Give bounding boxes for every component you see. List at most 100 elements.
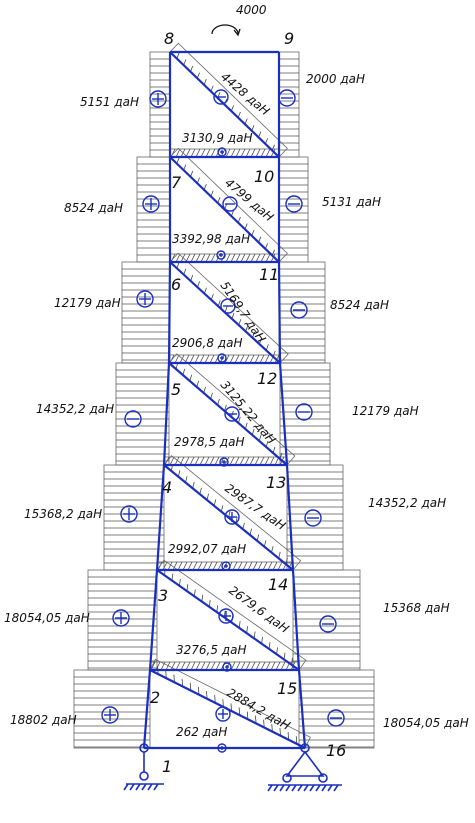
node-label: 1 bbox=[162, 757, 172, 776]
moment-label: 4000 bbox=[236, 3, 267, 17]
right-post-force: 2000 даН bbox=[306, 72, 365, 86]
minus-sign-icon bbox=[304, 509, 322, 527]
plus-sign-icon bbox=[149, 90, 167, 108]
node-label: 16 bbox=[326, 741, 346, 760]
minus-sign-icon bbox=[278, 89, 296, 107]
plus-sign-icon bbox=[222, 662, 232, 672]
node-label: 12 bbox=[257, 369, 277, 388]
minus-sign-icon bbox=[124, 410, 142, 428]
node-label: 5 bbox=[171, 380, 181, 399]
diagonal-member bbox=[169, 51, 280, 158]
minus-sign-icon bbox=[222, 196, 238, 212]
left-post-force: 18802 даН bbox=[10, 713, 77, 727]
right-chord bbox=[291, 569, 301, 671]
node-label: 13 bbox=[266, 473, 286, 492]
left-post-force: 8524 даН bbox=[64, 201, 123, 215]
right-chord bbox=[277, 261, 282, 364]
applied-moment: 4000 bbox=[211, 3, 267, 37]
plus-sign-icon bbox=[136, 290, 154, 308]
minus-sign-icon bbox=[220, 298, 236, 314]
left-post-force: 5151 даН bbox=[80, 95, 139, 109]
horizontal-force: 262 даН bbox=[176, 725, 227, 739]
left-post-force: 15368,2 даН bbox=[24, 507, 102, 521]
plus-sign-icon bbox=[217, 743, 227, 753]
node-label: 6 bbox=[171, 275, 181, 294]
node-label: 9 bbox=[284, 29, 294, 48]
horizontal-force: 3276,5 даН bbox=[176, 643, 246, 657]
minus-sign-icon bbox=[319, 615, 337, 633]
right-post-force: 5131 даН bbox=[322, 195, 381, 209]
left-post-hatch bbox=[136, 156, 171, 263]
node-label: 3 bbox=[158, 586, 168, 605]
plus-sign-icon bbox=[217, 147, 227, 157]
minus-sign-icon bbox=[213, 89, 229, 105]
left-post-hatch bbox=[103, 464, 165, 571]
right-post-hatch bbox=[286, 464, 344, 571]
left-chord bbox=[162, 362, 171, 466]
roller-support-icon bbox=[123, 743, 164, 791]
plus-sign-icon bbox=[219, 457, 229, 467]
horizontal-force: 2992,07 даН bbox=[168, 542, 246, 556]
plus-sign-icon bbox=[221, 561, 231, 571]
left-chord bbox=[167, 261, 172, 364]
supports bbox=[123, 743, 342, 792]
plus-sign-icon bbox=[120, 505, 138, 523]
right-post-force: 14352,2 даН bbox=[368, 496, 446, 510]
node-label: 4 bbox=[162, 478, 172, 497]
plus-sign-icon bbox=[217, 353, 227, 363]
right-post-hatch bbox=[278, 261, 326, 364]
horizontal-force: 3130,9 даН bbox=[182, 131, 252, 145]
sign-symbols bbox=[101, 89, 345, 753]
left-chord bbox=[142, 669, 152, 749]
plus-sign-icon bbox=[142, 195, 160, 213]
minus-sign-icon bbox=[290, 301, 308, 319]
node-label: 2 bbox=[150, 688, 160, 707]
force-hatching bbox=[73, 42, 375, 749]
left-post-hatch bbox=[73, 669, 151, 749]
plus-sign-icon bbox=[216, 250, 226, 260]
plus-sign-icon bbox=[218, 608, 234, 624]
moment-arrowhead-icon bbox=[233, 28, 241, 37]
minus-sign-icon bbox=[327, 709, 345, 727]
diagonal-member bbox=[169, 156, 280, 263]
left-post-force: 18054,05 даН bbox=[4, 611, 90, 625]
node-label: 10 bbox=[254, 167, 274, 186]
right-chord bbox=[285, 464, 295, 571]
node-label: 14 bbox=[268, 575, 288, 594]
moment-arrow-icon bbox=[211, 24, 239, 35]
diagonal-member bbox=[156, 569, 300, 671]
minus-sign-icon bbox=[295, 403, 313, 421]
horizontal-force: 3392,98 даН bbox=[172, 232, 250, 246]
diagonal-hatch bbox=[149, 658, 311, 749]
node-label: 15 bbox=[277, 679, 297, 698]
right-chord bbox=[297, 669, 307, 749]
plus-sign-icon bbox=[215, 706, 231, 722]
right-chord bbox=[278, 362, 289, 466]
left-post-hatch bbox=[121, 261, 171, 364]
minus-sign-icon bbox=[224, 406, 240, 422]
right-post-hatch bbox=[298, 669, 375, 749]
plus-sign-icon bbox=[101, 706, 119, 724]
right-post-force: 15368 даН bbox=[383, 601, 450, 615]
minus-sign-icon bbox=[285, 195, 303, 213]
node-label: 11 bbox=[259, 265, 279, 284]
right-post-force: 18054,05 даН bbox=[383, 716, 469, 730]
right-post-force: 8524 даН bbox=[330, 298, 389, 312]
left-post-hatch bbox=[115, 362, 170, 466]
diagonal-force: 4428 даН bbox=[218, 70, 272, 119]
left-chord bbox=[155, 464, 166, 571]
node-label: 8 bbox=[164, 29, 174, 48]
left-post-force: 14352,2 даН bbox=[36, 402, 114, 416]
left-chord bbox=[148, 569, 159, 671]
plus-sign-icon bbox=[224, 509, 240, 525]
right-post-hatch bbox=[292, 569, 361, 671]
pin-support-icon bbox=[267, 743, 342, 792]
left-post-hatch bbox=[87, 569, 158, 671]
node-label: 7 bbox=[171, 173, 182, 192]
right-post-hatch bbox=[278, 156, 309, 263]
horizontal-force: 2978,5 даН bbox=[174, 435, 244, 449]
left-post-force: 12179 даН bbox=[54, 296, 121, 310]
